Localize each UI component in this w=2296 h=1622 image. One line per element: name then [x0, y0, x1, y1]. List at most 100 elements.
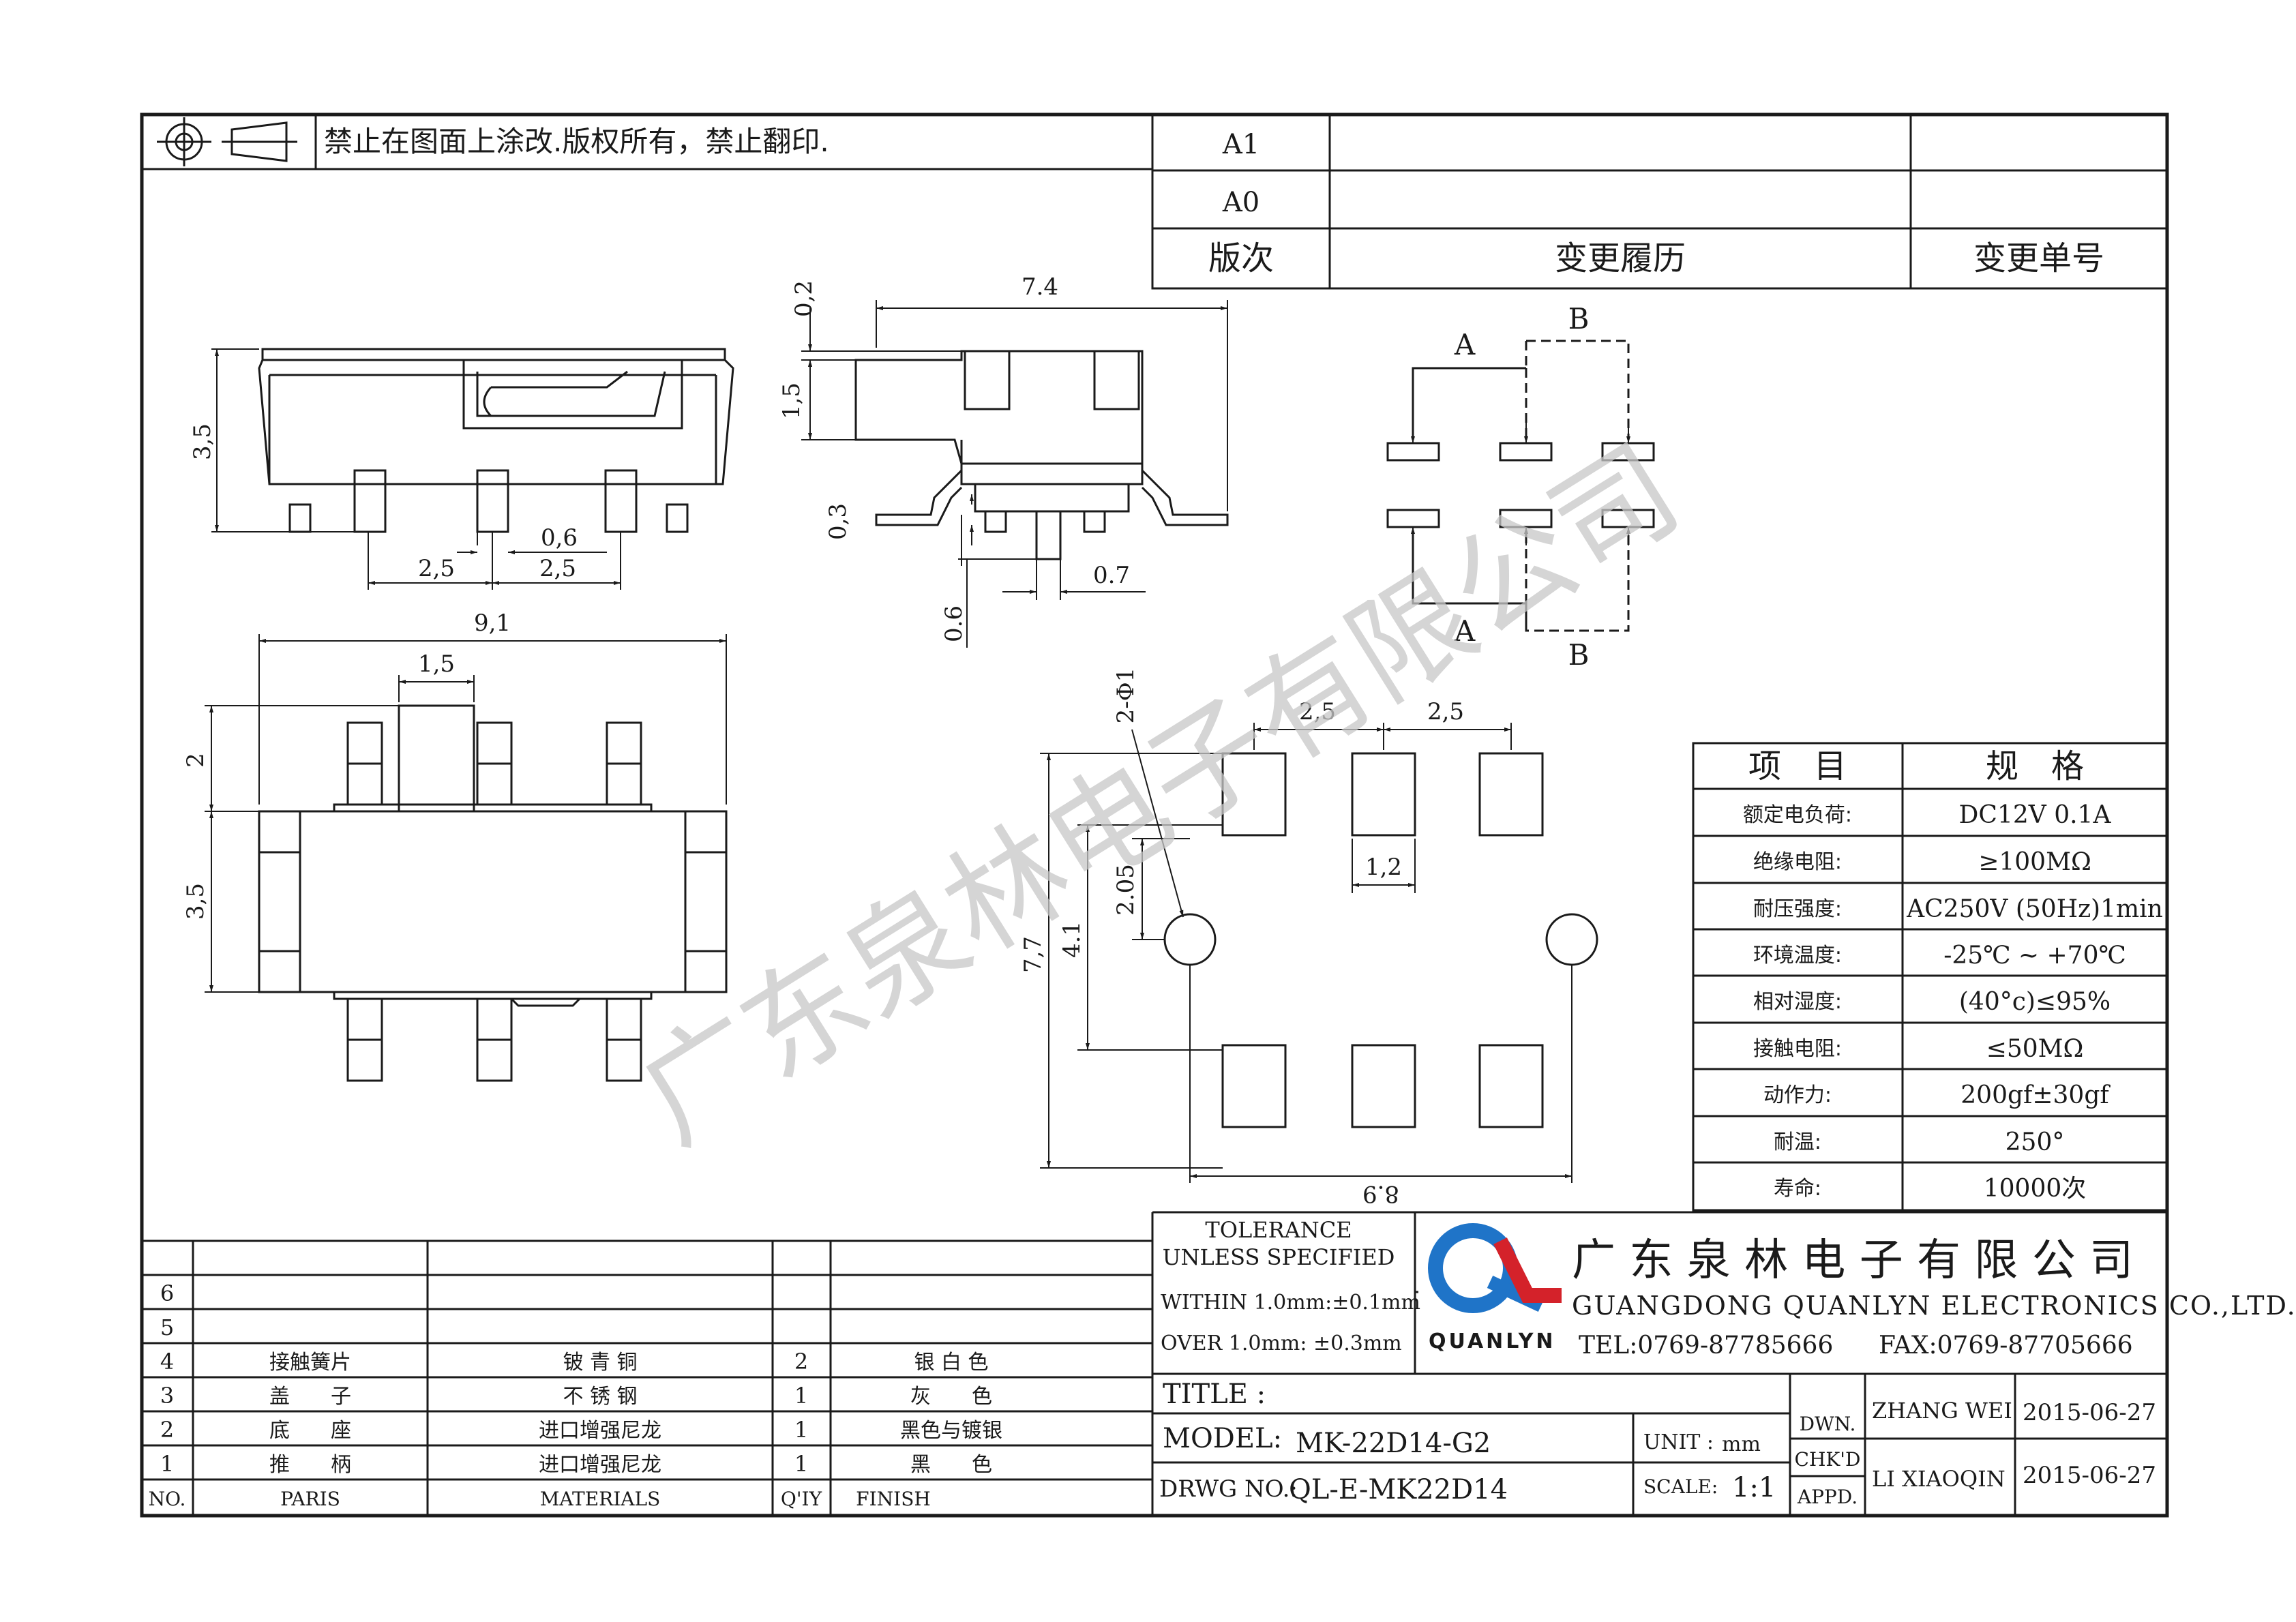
circuit-label-b-bottom: B [1568, 638, 1590, 672]
bom-finish: 银 白 色 [914, 1351, 988, 1375]
dim-hole-offset: 2.05 [1112, 864, 1139, 916]
dim-end-pin-len: 0.6 [940, 605, 968, 642]
tolerance-within: WITHIN 1.0mm:±0.1mm [1161, 1291, 1420, 1315]
drawing-number: QL-E-MK22D14 [1289, 1474, 1508, 1505]
dim-side-height: 3,5 [189, 423, 216, 460]
end-view-dims [801, 300, 1228, 648]
bom-header-no: NO. [149, 1488, 186, 1510]
bom-no: 4 [160, 1349, 174, 1375]
bom-table [142, 1212, 1154, 1516]
circuit-label-a-top: A [1454, 328, 1476, 361]
dwn-label: DWN. [1800, 1413, 1856, 1435]
title-label: TITLE : [1163, 1379, 1266, 1410]
spec-row-label: 动作力: [1763, 1083, 1832, 1107]
bom-part: 推 柄 [269, 1453, 351, 1477]
company-tel: TEL:0769-87785666 [1579, 1332, 1833, 1360]
company-name-cn: 广 东 泉 林 电 子 有 限 公 司 [1572, 1235, 2133, 1286]
dim-hole-label: 2-Φ1 [1112, 667, 1139, 724]
dim-end-body: 1,5 [778, 382, 805, 419]
company-name-en: GUANGDONG QUANLYN ELECTRONICS CO.,LTD. [1572, 1291, 2296, 1321]
bom-material: 铍 青 铜 [563, 1351, 637, 1375]
spec-row-value: 200gf±30gf [1960, 1081, 2111, 1109]
bom-part: 接触簧片 [269, 1351, 351, 1375]
spec-table [1692, 742, 2168, 1212]
checked-date: 2015-06-27 [2023, 1462, 2156, 1489]
scale-value: 1:1 [1732, 1472, 1776, 1503]
dim-top-width: 9,1 [474, 610, 511, 637]
logo-wordmark: QUANLYN [1429, 1330, 1556, 1353]
dim-pin-pitch-left: 2,5 [418, 555, 455, 582]
bom-no: 3 [160, 1383, 174, 1409]
bom-material: 不 锈 钢 [563, 1385, 637, 1409]
dim-pad-total-w: 8.9 [1362, 1180, 1399, 1207]
bom-material: 进口增强尼龙 [539, 1419, 661, 1443]
bom-material: 进口增强尼龙 [539, 1453, 661, 1477]
dim-pad-pitch-left: 2,5 [1299, 698, 1336, 725]
spec-row-value: 250° [2006, 1128, 2065, 1156]
spec-header-spec: 规 格 [1986, 747, 2084, 785]
bom-no: 5 [160, 1315, 174, 1340]
company-fax: FAX:0769-87705666 [1879, 1332, 2133, 1360]
circuit-arrows [1411, 423, 1630, 545]
bom-finish: 黑色与镀银 [900, 1419, 1002, 1443]
spec-row-value: ≥100MΩ [1978, 848, 2091, 876]
copyright-notice: 禁止在图面上涂改.版权所有，禁止翻印. [324, 125, 829, 158]
spec-row-value: (40°c)≤95% [1959, 988, 2111, 1016]
revision-header-no: 变更单号 [1973, 239, 2104, 277]
bom-qty: 1 [794, 1417, 808, 1443]
bom-header-part: PARIS [280, 1488, 340, 1510]
bom-header-material: MATERIALS [540, 1488, 661, 1510]
end-view [854, 350, 1229, 560]
bom-part: 底 座 [269, 1419, 351, 1443]
dim-end-pin-width: 0.7 [1093, 562, 1130, 589]
model-label: MODEL: [1163, 1423, 1282, 1454]
bom-qty: 1 [794, 1451, 808, 1477]
drawn-by-name: ZHANG WEI [1872, 1398, 2012, 1424]
revision-table [1151, 113, 2168, 290]
dim-end-lead: 0,3 [824, 503, 852, 540]
bom-qty: 2 [794, 1349, 808, 1375]
bom-qty: 1 [794, 1383, 808, 1409]
revision-a1: A1 [1222, 129, 1259, 160]
drwg-label: DRWG NO.: [1159, 1475, 1298, 1503]
unit-label: UNIT : [1643, 1430, 1714, 1454]
dim-pad-width: 1,2 [1365, 854, 1402, 881]
model-number: MK-22D14-G2 [1296, 1428, 1491, 1459]
unit-value: mm [1722, 1432, 1761, 1456]
spec-row-label: 环境温度: [1753, 944, 1842, 967]
dim-pad-total-h: 7,7 [1019, 936, 1047, 973]
side-view-dims [211, 348, 621, 590]
bom-rows: 6 5 4 接触簧片 铍 青 铜 2 银 白 色 3 盖 子 不 锈 钢 1 灰… [149, 1280, 1002, 1510]
spec-header-item: 项 目 [1748, 747, 1847, 785]
revision-a0: A0 [1222, 187, 1259, 218]
spec-row-label: 耐温: [1774, 1130, 1821, 1154]
pad-layout [1163, 752, 1598, 1128]
spec-row-value: -25℃ ~ +70℃ [1943, 942, 2126, 970]
circuit-label-b-top: B [1568, 302, 1590, 335]
projection-symbol-icon [157, 117, 297, 166]
chk-label: CHK'D [1795, 1448, 1861, 1471]
revision-header-rev: 版次 [1208, 239, 1274, 277]
bom-no: 2 [160, 1417, 174, 1443]
dim-knob-width: 1,5 [418, 650, 455, 678]
side-view [258, 348, 734, 533]
dim-end-width: 7.4 [1022, 273, 1058, 301]
bom-no: 1 [160, 1451, 174, 1477]
spec-row-label: 绝缘电阻: [1753, 850, 1842, 874]
checked-by-name: LI XIAOQIN [1872, 1466, 2006, 1492]
spec-row-label: 寿命: [1774, 1177, 1821, 1201]
company-logo [1428, 1223, 1562, 1313]
dim-pin-width: 0,6 [541, 524, 578, 552]
appd-label: APPD. [1797, 1486, 1858, 1508]
top-view-dims [205, 634, 727, 993]
drawn-date: 2015-06-27 [2023, 1399, 2156, 1426]
revision-header-history: 变更履历 [1555, 239, 1686, 277]
tolerance-line1: TOLERANCE [1205, 1217, 1352, 1243]
dim-body-height: 3,5 [182, 883, 209, 920]
bom-finish: 黑 色 [910, 1453, 992, 1477]
tolerance-over: OVER 1.0mm: ±0.3mm [1161, 1332, 1402, 1355]
spec-row-value: DC12V 0.1A [1959, 801, 2112, 829]
dim-pad-pitch-right: 2,5 [1427, 698, 1464, 725]
top-view [258, 704, 728, 1082]
